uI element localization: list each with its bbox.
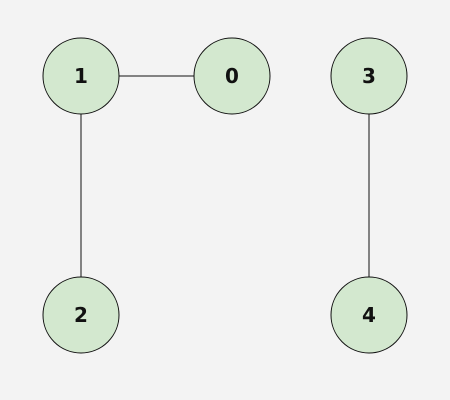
node-3: 3 [330, 37, 408, 115]
edges-layer [80, 75, 370, 277]
node-4: 4 [330, 276, 408, 354]
node-circle [330, 276, 408, 354]
node-2: 2 [42, 276, 120, 354]
node-circle [42, 276, 120, 354]
node-circle [330, 37, 408, 115]
nodes-layer: 1 0 3 2 4 [42, 37, 408, 354]
node-label: 4 [362, 303, 376, 327]
node-label: 2 [74, 303, 88, 327]
node-label: 3 [362, 64, 376, 88]
node-circle [42, 37, 120, 115]
node-1: 1 [42, 37, 120, 115]
node-label: 1 [74, 64, 88, 88]
node-circle [193, 37, 271, 115]
node-label: 0 [225, 64, 239, 88]
node-0: 0 [193, 37, 271, 115]
